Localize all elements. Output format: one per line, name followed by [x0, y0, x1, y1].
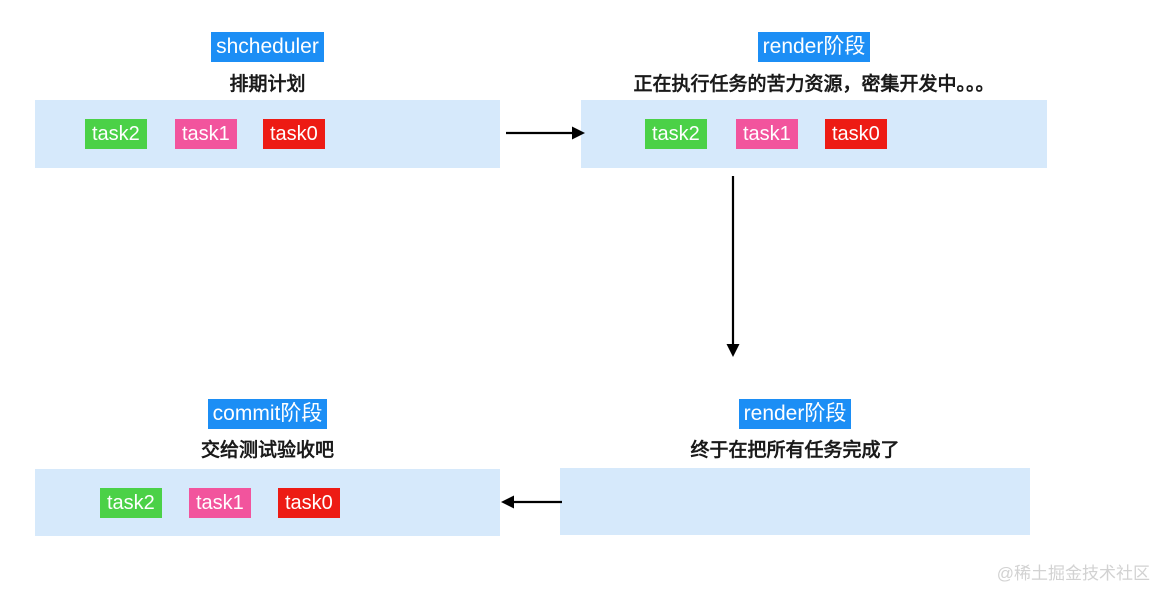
task-chip-task2: task2 [85, 119, 147, 149]
arrow-renderdone-to-commit [500, 491, 562, 513]
task-chip-task2: task2 [100, 488, 162, 518]
stage-scheduler-title-wrap: shcheduler [35, 32, 500, 62]
stage-scheduler-title: shcheduler [211, 32, 324, 62]
stage-commit-title-wrap: commit阶段 [35, 399, 500, 429]
stage-commit-subtitle: 交给测试验收吧 [200, 440, 334, 461]
task-chip-task0: task0 [263, 119, 325, 149]
task-chip-task0: task0 [825, 119, 887, 149]
stage-render-done-title-wrap: render阶段 [560, 399, 1030, 429]
task-chip-task1: task1 [189, 488, 251, 518]
arrow-render-to-renderdone [722, 176, 744, 358]
stage-render-running-box: task2 task1 task0 [581, 100, 1047, 168]
stage-render-running-subtitle: 正在执行任务的苦力资源，密集开发中。。。 [633, 74, 995, 95]
arrow-scheduler-to-render [506, 122, 586, 144]
stage-commit-box: task2 task1 task0 [35, 469, 500, 536]
stage-render-done-title: render阶段 [738, 399, 852, 429]
stage-render-running-title: render阶段 [757, 32, 871, 62]
stage-scheduler-box: task2 task1 task0 [35, 100, 500, 168]
stage-render-running-title-wrap: render阶段 [581, 32, 1047, 62]
stage-commit-title: commit阶段 [207, 399, 328, 429]
stage-render-done-subtitle: 终于在把所有任务完成了 [690, 440, 900, 461]
task-chip-task1: task1 [175, 119, 237, 149]
watermark: @稀土掘金技术社区 [996, 564, 1150, 583]
task-chip-task2: task2 [645, 119, 707, 149]
stage-render-done-box [560, 468, 1030, 535]
task-chip-task0: task0 [278, 488, 340, 518]
task-chip-task1: task1 [736, 119, 798, 149]
stage-scheduler-subtitle: 排期计划 [229, 74, 306, 95]
